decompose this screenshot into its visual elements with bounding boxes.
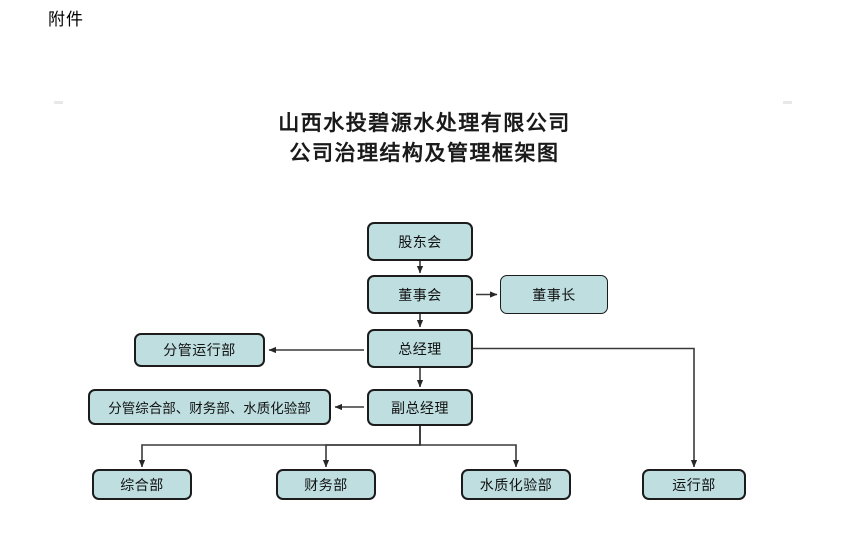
node-label: 分管运行部 <box>163 343 236 359</box>
node-shareholders: 股东会 <box>367 222 473 261</box>
node-label: 股东会 <box>398 234 442 251</box>
chart-title-line-1: 山西水投碧源水处理有限公司 <box>278 110 571 135</box>
node-label: 董事会 <box>398 287 442 304</box>
node-label: 分管综合部、财务部、水质化验部 <box>108 401 311 417</box>
edge-deputy-gm-to-water-quality <box>419 426 520 468</box>
node-general-affairs: 综合部 <box>92 469 192 500</box>
chart-title: 山西水投碧源水处理有限公司 公司治理结构及管理框架图 <box>0 108 849 168</box>
node-finance: 财务部 <box>276 469 376 500</box>
node-water-quality: 水质化验部 <box>461 469 571 500</box>
page-margin-mark-right <box>783 101 792 104</box>
node-label: 综合部 <box>120 477 164 494</box>
node-general-manager: 总经理 <box>367 329 473 368</box>
node-deputy-gm: 副总经理 <box>367 389 473 426</box>
attachment-label: 附件 <box>48 10 84 30</box>
node-label: 运行部 <box>672 477 716 494</box>
edge-deputy-gm-to-general-affairs <box>138 426 421 468</box>
node-supervise-multi: 分管综合部、财务部、水质化验部 <box>88 389 331 425</box>
edge-general-manager-to-operations <box>473 347 698 468</box>
node-supervise-ops: 分管运行部 <box>134 333 265 367</box>
chart-title-line-2: 公司治理结构及管理框架图 <box>289 140 560 165</box>
node-label: 董事长 <box>532 287 576 304</box>
node-board: 董事会 <box>367 275 473 314</box>
node-label: 副总经理 <box>391 400 449 417</box>
node-label: 总经理 <box>398 341 442 358</box>
page-margin-mark-left <box>54 101 63 104</box>
node-operations: 运行部 <box>642 469 746 500</box>
node-label: 财务部 <box>304 477 348 494</box>
edge-deputy-gm-to-finance <box>322 426 421 468</box>
node-label: 水质化验部 <box>479 477 553 494</box>
node-chairman: 董事长 <box>500 275 608 314</box>
